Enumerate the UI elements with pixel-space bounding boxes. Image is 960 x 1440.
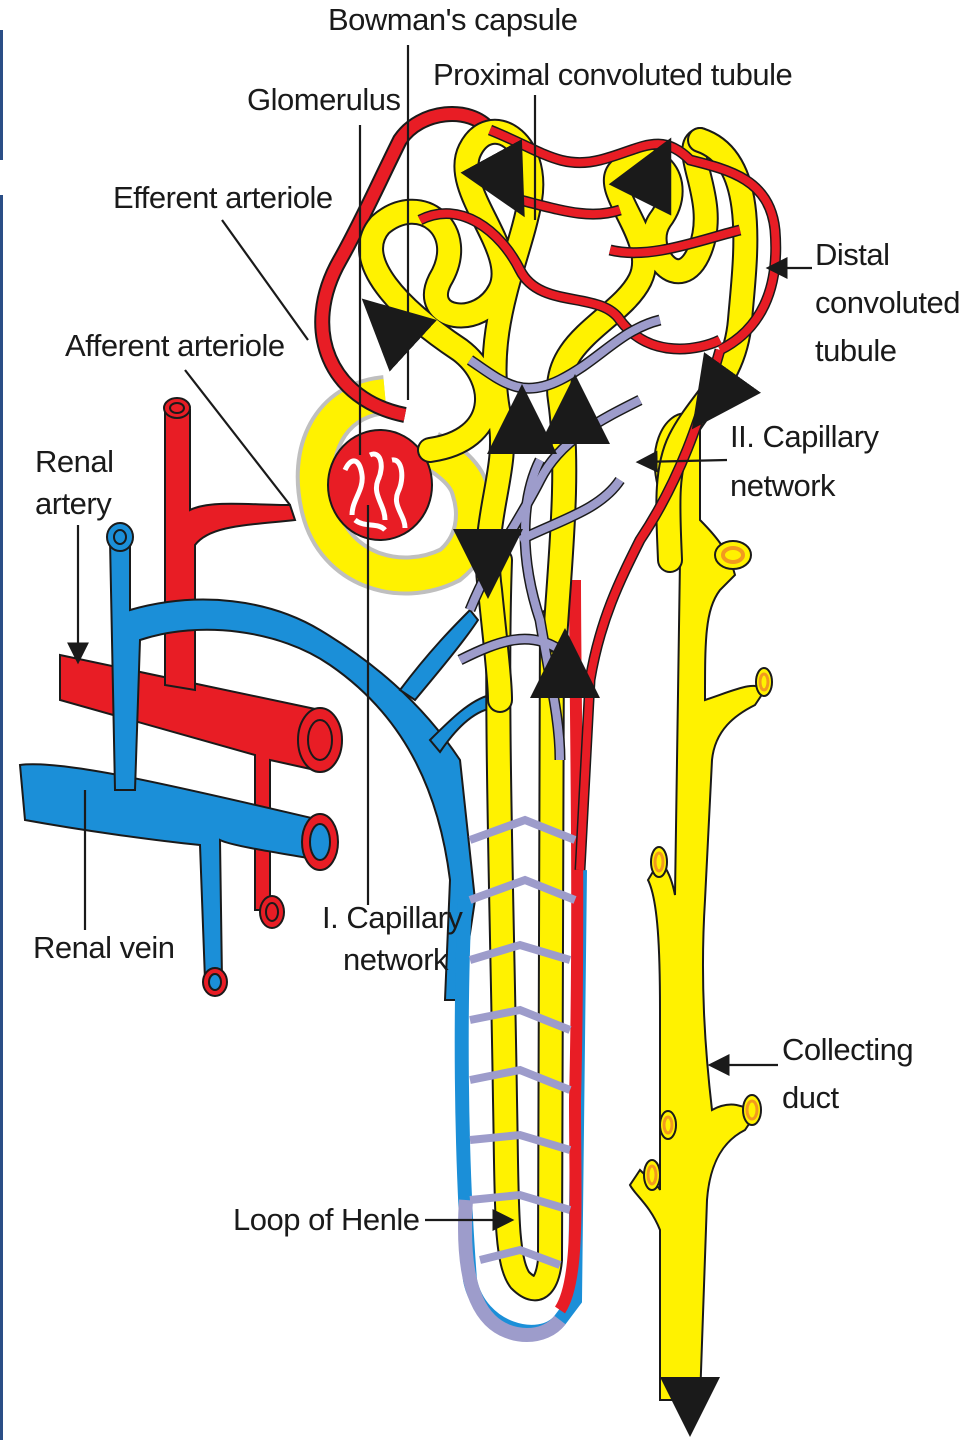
duct-branch-ring [715,541,751,569]
label-efferent-arteriole: Efferent arteriole [113,180,333,215]
collecting-duct [630,414,772,1425]
label-distal-3: tubule [815,333,896,368]
label-loop-of-henle: Loop of Henle [233,1202,420,1237]
label-renal-vein: Renal vein [33,930,174,965]
label-distal-1: Distal [815,237,890,272]
label-afferent-arteriole: Afferent arteriole [65,328,285,363]
label-capillary-1-1: I. Capillary [322,900,463,935]
loop-of-henle [462,560,580,1335]
label-renal-artery-1: Renal [35,444,114,479]
label-renal-artery-2: artery [35,486,112,521]
label-capillary-2-1: II. Capillary [730,419,880,454]
glomerulus [328,430,432,540]
label-capillary-2-2: network [730,468,836,503]
label-distal-2: convoluted [815,285,960,320]
label-capillary-1-2: network [343,942,449,977]
label-glomerulus: Glomerulus [247,82,401,117]
label-proximal-tubule: Proximal convoluted tubule [433,57,792,92]
label-collecting-1: Collecting [782,1032,913,1067]
duct-branch-ring [756,668,772,696]
label-collecting-2: duct [782,1080,839,1115]
label-bowmans-capsule: Bowman's capsule [328,2,578,37]
duct-branch-ring [660,1111,676,1139]
